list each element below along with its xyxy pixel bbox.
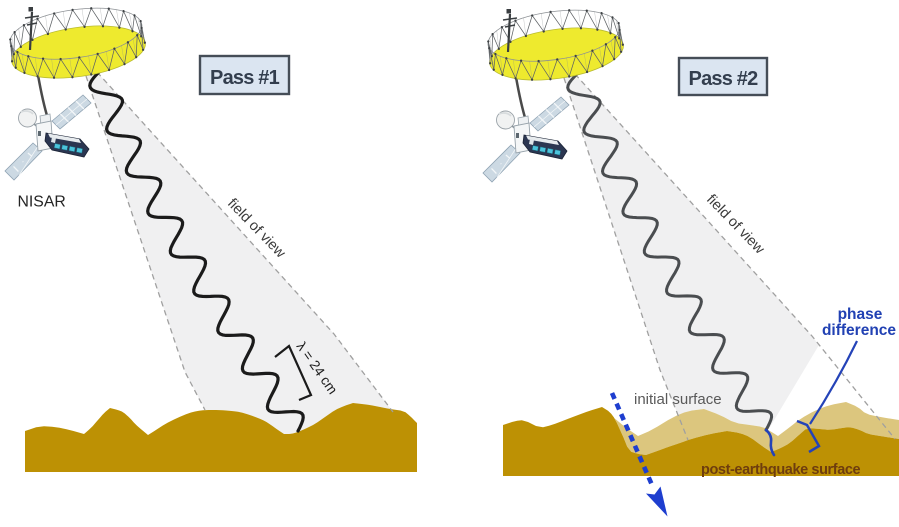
svg-text:Pass #2: Pass #2 <box>689 68 759 90</box>
svg-text:difference: difference <box>822 322 896 339</box>
svg-text:post-earthquake surface: post-earthquake surface <box>701 462 861 478</box>
svg-text:phase: phase <box>838 306 883 323</box>
svg-text:Pass #1: Pass #1 <box>210 67 280 89</box>
svg-text:NISAR: NISAR <box>18 194 66 211</box>
svg-text:initial surface: initial surface <box>634 391 722 408</box>
